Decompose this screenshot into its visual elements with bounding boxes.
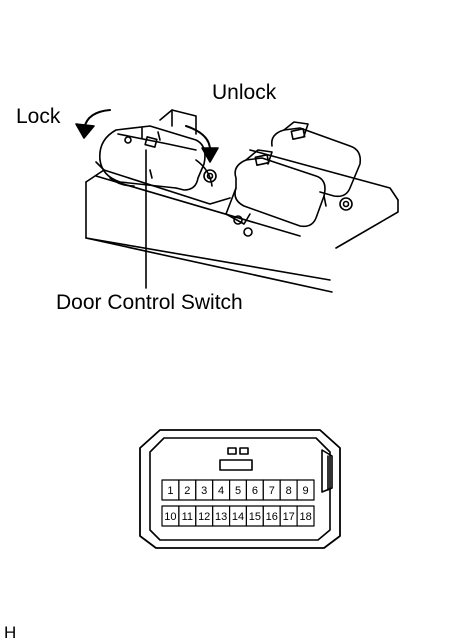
connector-pin-number: 9 bbox=[303, 485, 309, 497]
connector-pin-cell bbox=[296, 505, 315, 527]
connector-pin-number: 6 bbox=[252, 485, 258, 497]
connector-pin-number: 7 bbox=[269, 485, 275, 497]
corner-code: H bbox=[4, 623, 17, 642]
connector-pin-cell bbox=[296, 479, 315, 501]
connector-pin-number: 17 bbox=[283, 511, 295, 523]
door-control-switch-label: Door Control Switch bbox=[56, 291, 243, 314]
lock-arrow-icon bbox=[75, 109, 111, 139]
unlock-label: Unlock bbox=[212, 81, 277, 104]
connector-pin-number: 2 bbox=[184, 485, 190, 497]
connector-key-slots bbox=[219, 447, 253, 471]
unlock-arrow-icon bbox=[185, 125, 219, 163]
lock-label: Lock bbox=[16, 105, 61, 128]
connector-housing bbox=[139, 429, 341, 549]
connector-pin-number: 8 bbox=[286, 485, 292, 497]
connector-pin-number: 15 bbox=[249, 511, 261, 523]
lock-switch-housing bbox=[159, 109, 217, 187]
window-switch-right bbox=[270, 121, 362, 211]
connector-pin-number: 1 bbox=[167, 485, 173, 497]
connector-pin-number: 14 bbox=[232, 511, 244, 523]
connector-pin-number: 13 bbox=[215, 511, 227, 523]
connector-pin-number: 3 bbox=[201, 485, 207, 497]
connector-pin-number: 4 bbox=[218, 485, 224, 497]
lock-switch-rocker bbox=[99, 125, 206, 191]
connector-pin-number: 16 bbox=[266, 511, 278, 523]
connector-pin-number: 12 bbox=[198, 511, 210, 523]
connector-pin-number: 10 bbox=[164, 511, 176, 523]
connector-pin-number: 18 bbox=[299, 511, 311, 523]
window-switch-left bbox=[225, 149, 326, 237]
connector-pin-number: 5 bbox=[235, 485, 241, 497]
connector-pin-number: 11 bbox=[182, 511, 193, 523]
